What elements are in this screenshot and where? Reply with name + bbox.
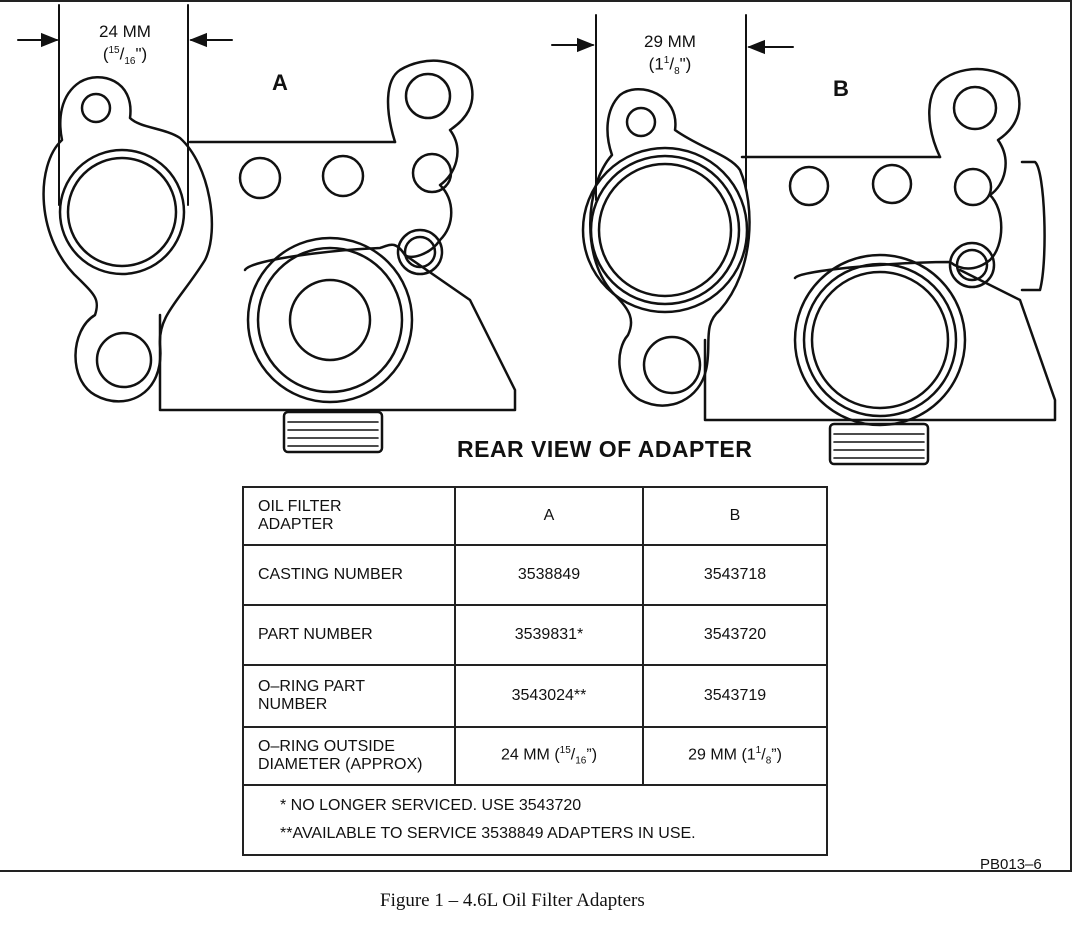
rear-view-title: REAR VIEW OF ADAPTER (457, 436, 753, 462)
table-row: CASTING NUMBER 3538849 3543718 (242, 544, 828, 606)
note-available-to-service: **AVAILABLE TO SERVICE 3538849 ADAPTERS … (280, 825, 696, 842)
row-label: CASTING NUMBER (242, 544, 456, 606)
diameter-a-main: 24 MM ( (500, 746, 560, 764)
table-row: O–RING PART NUMBER 3543024** 3543719 (242, 664, 828, 728)
adapter-b-dimension-inch: (11/8") (648, 54, 692, 78)
row-value-b: 3543719 (642, 664, 828, 728)
row-label: PART NUMBER (242, 604, 456, 666)
adapter-a-dimension-mm: 24 MM (99, 22, 151, 41)
adapter-b-dimension (551, 14, 794, 201)
row-label-line2: DIAMETER (APPROX) (258, 756, 423, 773)
row-label-line2: NUMBER (258, 696, 328, 713)
diameter-b-tail: ”) (771, 746, 782, 764)
row-value-b: 29 MM (11/8”) (642, 726, 828, 786)
row-label: O–RING OUTSIDE DIAMETER (APPROX) (242, 726, 456, 786)
note-no-longer-serviced: * NO LONGER SERVICED. USE 3543720 (280, 797, 582, 814)
row-value-b: 3543718 (642, 544, 828, 606)
figure-caption: Figure 1 – 4.6L Oil Filter Adapters (380, 890, 645, 911)
row-value-b: 3543720 (642, 604, 828, 666)
adapter-b-fraction-den: 8 (674, 66, 680, 78)
row-label-line1: O–RING OUTSIDE (258, 738, 395, 755)
header-col-b: B (642, 486, 828, 546)
diameter-b-den: 8 (765, 755, 772, 767)
diameter-b-main: 29 MM (1 (688, 746, 756, 764)
adapter-b-dimension-mm: 29 MM (644, 32, 696, 51)
frame-bottom-border (0, 870, 1072, 872)
adapter-b-drawing (581, 67, 1057, 466)
frame-top-border (0, 0, 1072, 2)
header-col-a: A (454, 486, 644, 546)
diameter-a-den: 16 (575, 755, 587, 767)
table-row: O–RING OUTSIDE DIAMETER (APPROX) 24 MM (… (242, 726, 828, 786)
row-value-a: 3539831* (454, 604, 644, 666)
frame-right-border (1070, 0, 1072, 870)
diameter-a-tail: ”) (586, 746, 598, 764)
row-value-a: 24 MM (15/16”) (454, 726, 644, 786)
adapter-spec-table: OIL FILTER ADAPTER A B CASTING NUMBER 35… (242, 486, 828, 856)
adapter-a-fraction-num: 15 (108, 45, 120, 56)
header-label-cell: OIL FILTER ADAPTER (242, 486, 456, 546)
diameter-b-num: 1 (755, 745, 762, 757)
table-row: PART NUMBER 3539831* 3543720 (242, 604, 828, 666)
row-value-a: 3538849 (454, 544, 644, 606)
table-header-row: OIL FILTER ADAPTER A B (242, 486, 828, 546)
row-label: O–RING PART NUMBER (242, 664, 456, 728)
adapter-a-letter: A (272, 70, 288, 95)
header-label-line2: ADAPTER (258, 516, 334, 533)
adapter-b-whole: 1 (654, 54, 664, 74)
figure-code: PB013–6 (980, 856, 1042, 873)
adapter-a-dimension-label: 24 MM (15/16") (70, 22, 180, 71)
row-value-a: 3543024** (454, 664, 644, 728)
row-label-line1: O–RING PART (258, 678, 365, 695)
header-label-line1: OIL FILTER (258, 498, 342, 515)
table-notes-row: * NO LONGER SERVICED. USE 3543720 **AVAI… (242, 784, 828, 856)
notes-cell: * NO LONGER SERVICED. USE 3543720 **AVAI… (242, 784, 828, 856)
adapter-a-dimension (17, 4, 233, 206)
diameter-a-num: 15 (559, 745, 571, 757)
adapter-a-drawing (42, 59, 517, 454)
adapter-b-dimension-label: 29 MM (11/8") (615, 32, 725, 81)
adapter-a-fraction-den: 16 (124, 56, 136, 68)
adapter-a-dimension-inch: (15/16") (102, 44, 148, 68)
adapter-b-letter: B (833, 76, 849, 101)
adapter-b-fraction-num: 1 (663, 55, 670, 66)
